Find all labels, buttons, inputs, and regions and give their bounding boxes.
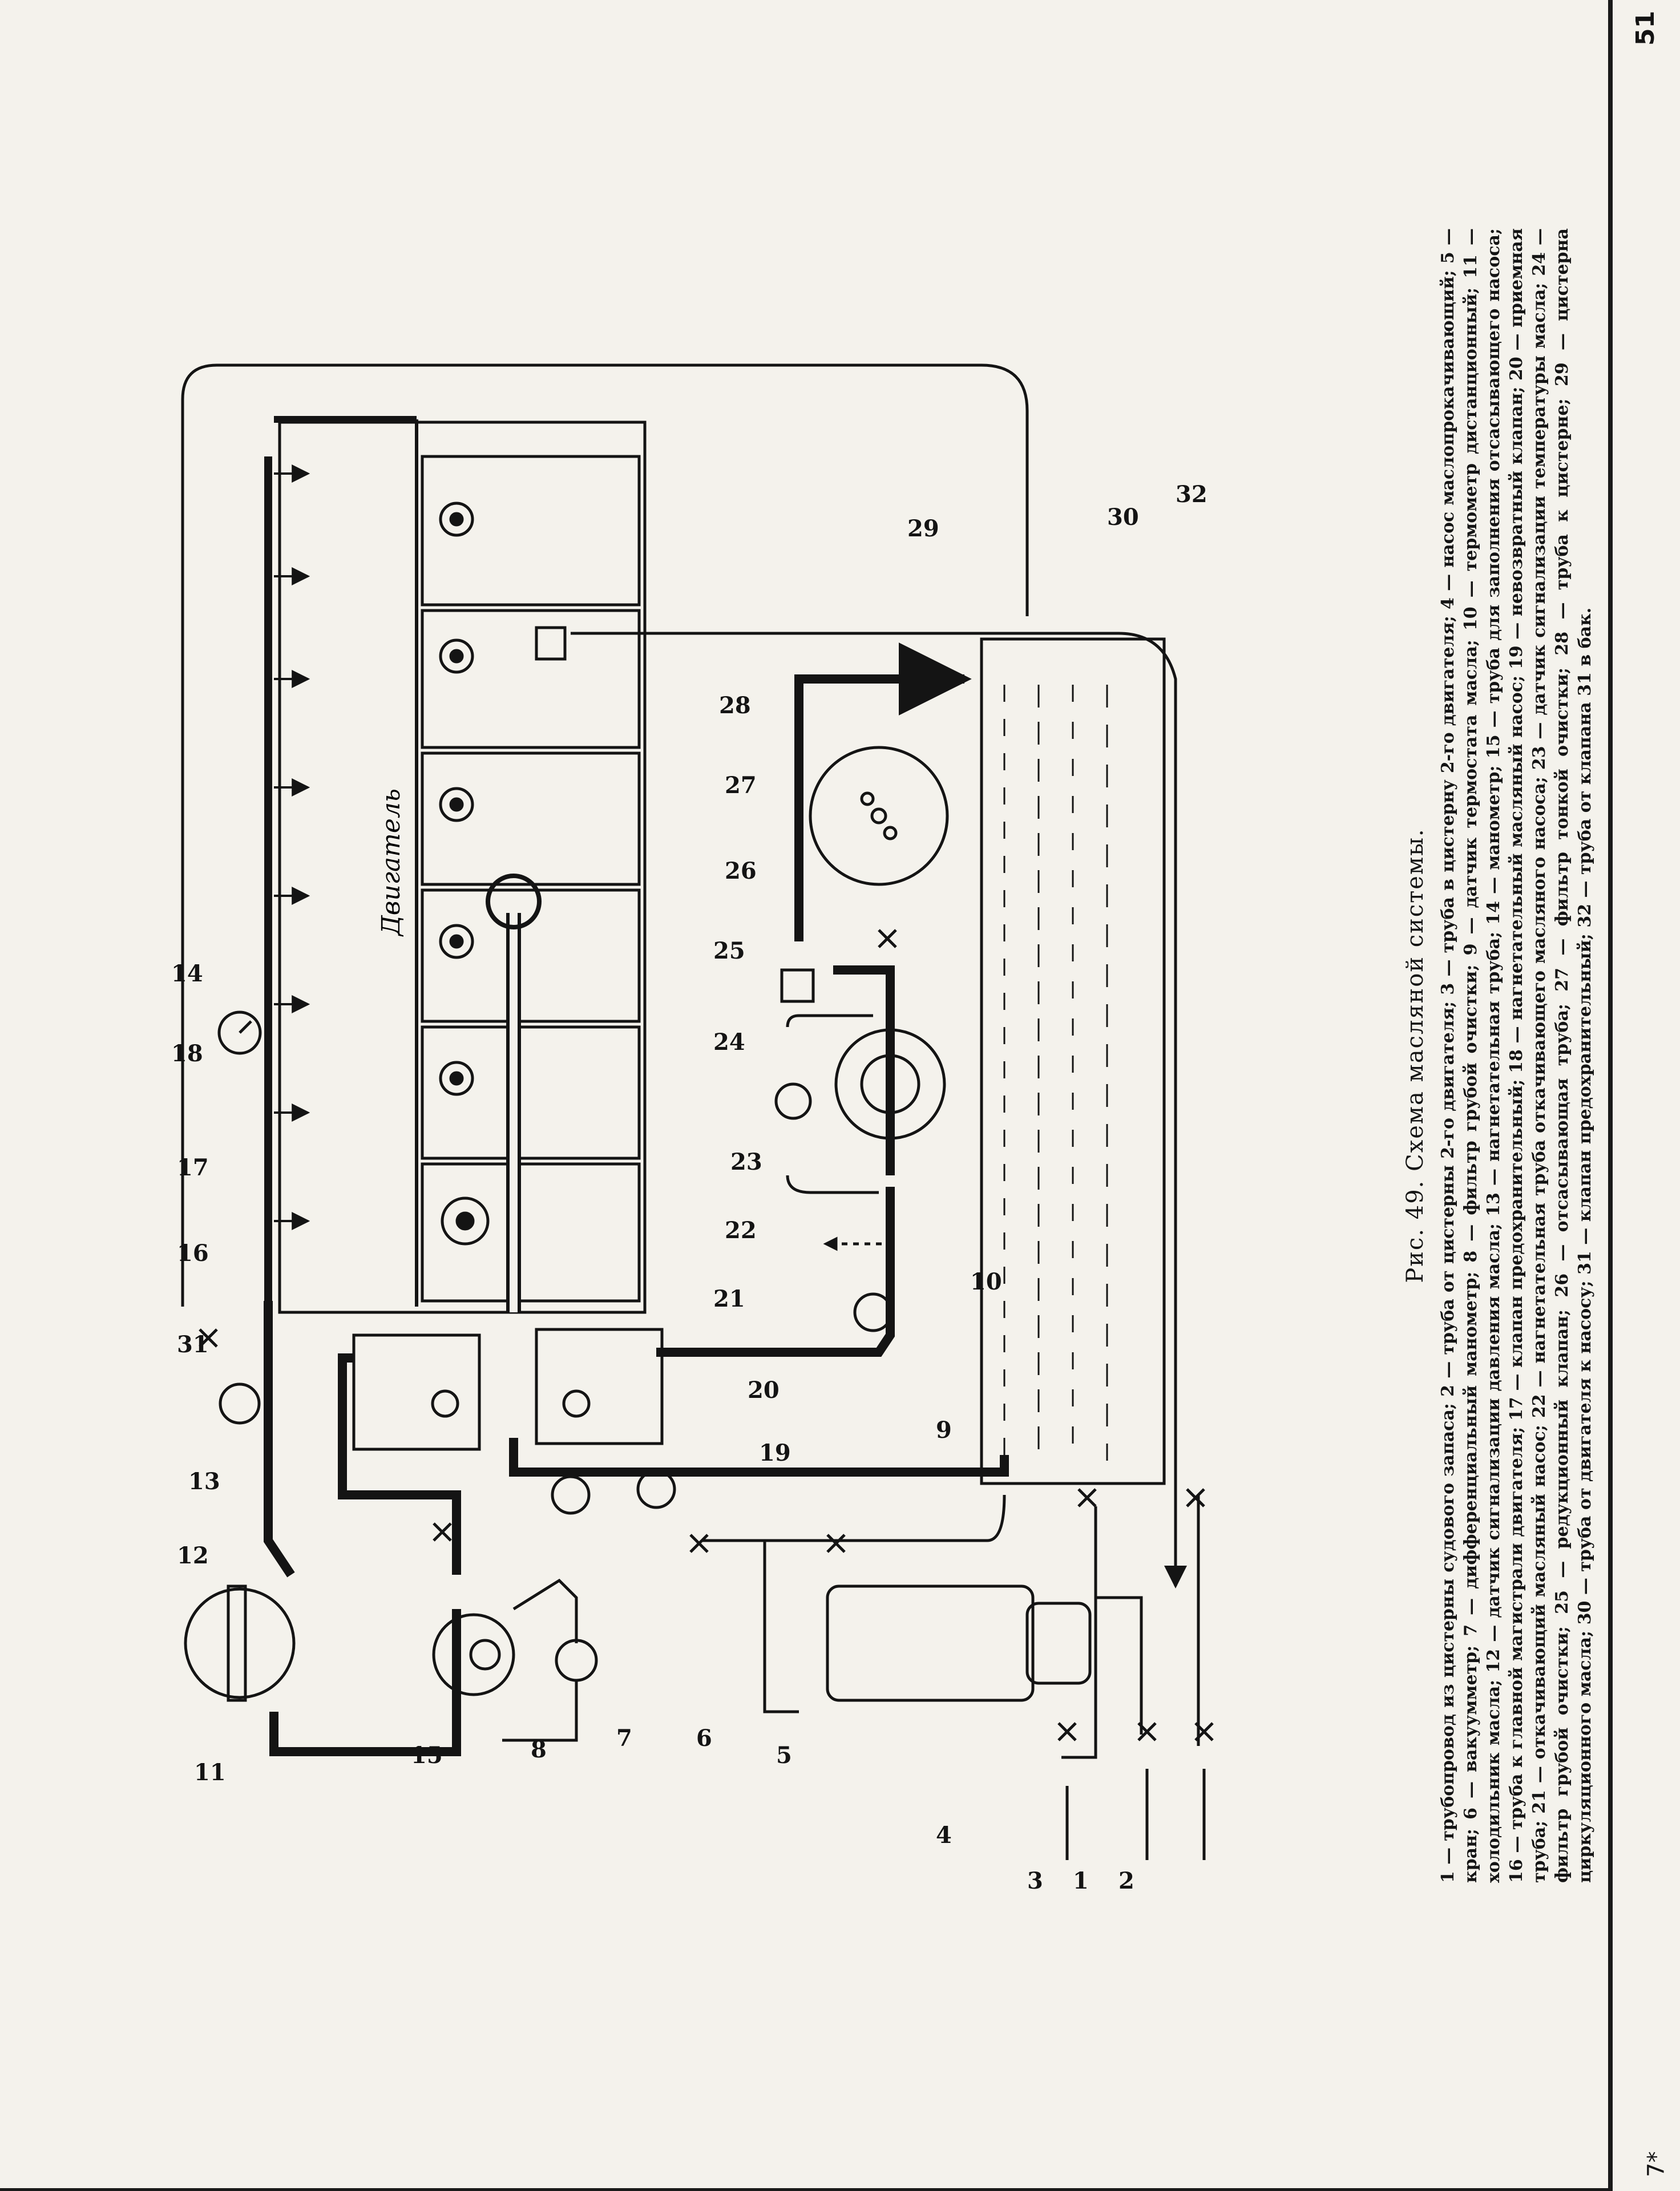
callout-23: 23 — [730, 1149, 762, 1175]
cylinder-row — [421, 455, 641, 1303]
callout-1: 1 — [1073, 1867, 1089, 1894]
thermometer-10-upper — [219, 1382, 261, 1425]
coarse-filter-24 — [834, 1028, 946, 1140]
engine-label: Двигатель — [377, 789, 406, 937]
figure-caption: Рис. 49. Схема масляной системы. 1 — тру… — [1402, 228, 1643, 1883]
callout-16: 16 — [177, 1240, 209, 1267]
callout-27: 27 — [725, 772, 757, 799]
callout-6: 6 — [696, 1725, 712, 1752]
figure-legend: 1 — трубопровод из цистерны судового зап… — [1438, 228, 1595, 1883]
callout-30: 30 — [1107, 504, 1139, 531]
callout-29: 29 — [907, 515, 939, 542]
oil-cooler-11 — [184, 1587, 296, 1699]
callout-21: 21 — [713, 1286, 745, 1312]
callout-10: 10 — [970, 1268, 1002, 1295]
figure-title: Рис. 49. Схема масляной системы. — [1402, 828, 1428, 1283]
page-border — [0, 0, 1613, 2191]
intake-pipe-20 — [509, 1438, 1009, 1477]
pressure-pipe-13 — [338, 1353, 461, 1575]
thermometer-10-tank — [853, 1292, 893, 1332]
oil-tank-29 — [980, 637, 1166, 1485]
callout-2: 2 — [1118, 1867, 1134, 1894]
diff-manometer-7-lower — [555, 1639, 598, 1682]
callout-32: 32 — [1176, 481, 1208, 508]
callout-20: 20 — [748, 1377, 780, 1404]
callout-18: 18 — [171, 1040, 203, 1067]
engine-block — [278, 421, 647, 1314]
callout-22: 22 — [725, 1217, 757, 1244]
callout-12: 12 — [177, 1542, 209, 1569]
manometer-14 — [217, 1010, 262, 1055]
fine-filter-27 — [809, 746, 949, 886]
callout-15: 15 — [411, 1742, 443, 1769]
engine-feed-16 — [264, 1301, 295, 1578]
diff-manometer-7 — [774, 1082, 812, 1120]
scavenge-delivery-22 — [656, 1187, 895, 1357]
vacuum-gauge-6b — [636, 1469, 676, 1509]
callout-24: 24 — [713, 1029, 745, 1056]
manifold-lines — [702, 1494, 1006, 1542]
reducing-valve-25 — [780, 968, 815, 1003]
engine-to-pump-pipe-30 — [571, 632, 1187, 1588]
pressure-pump-18 — [352, 1333, 481, 1451]
callout-9: 9 — [936, 1417, 952, 1444]
scavenge-pump-21 — [535, 1328, 664, 1445]
callout-28: 28 — [719, 692, 751, 719]
callout-7: 7 — [616, 1725, 632, 1752]
callout-4: 4 — [936, 1822, 952, 1849]
callout-19: 19 — [759, 1440, 791, 1466]
callout-17: 17 — [177, 1154, 209, 1181]
callout-5: 5 — [776, 1742, 792, 1769]
coarse-filter-8 — [432, 1613, 515, 1696]
callout-labels: 1 2 3 4 5 6 7 8 9 10 11 12 13 14 15 16 1… — [171, 481, 1208, 1894]
callout-14: 14 — [171, 960, 203, 987]
callout-11: 11 — [194, 1759, 226, 1786]
priming-pump-4 — [826, 1584, 1035, 1702]
callout-31: 31 — [177, 1331, 209, 1358]
tank-return-28 — [794, 642, 972, 941]
callout-8: 8 — [531, 1736, 547, 1763]
callout-25: 25 — [713, 937, 745, 964]
callout-26: 26 — [725, 858, 757, 884]
callout-13: 13 — [188, 1468, 220, 1495]
vacuum-gauge-6a — [551, 1475, 591, 1515]
callout-3: 3 — [1027, 1867, 1043, 1894]
relief-return-pipe — [181, 363, 1029, 1307]
